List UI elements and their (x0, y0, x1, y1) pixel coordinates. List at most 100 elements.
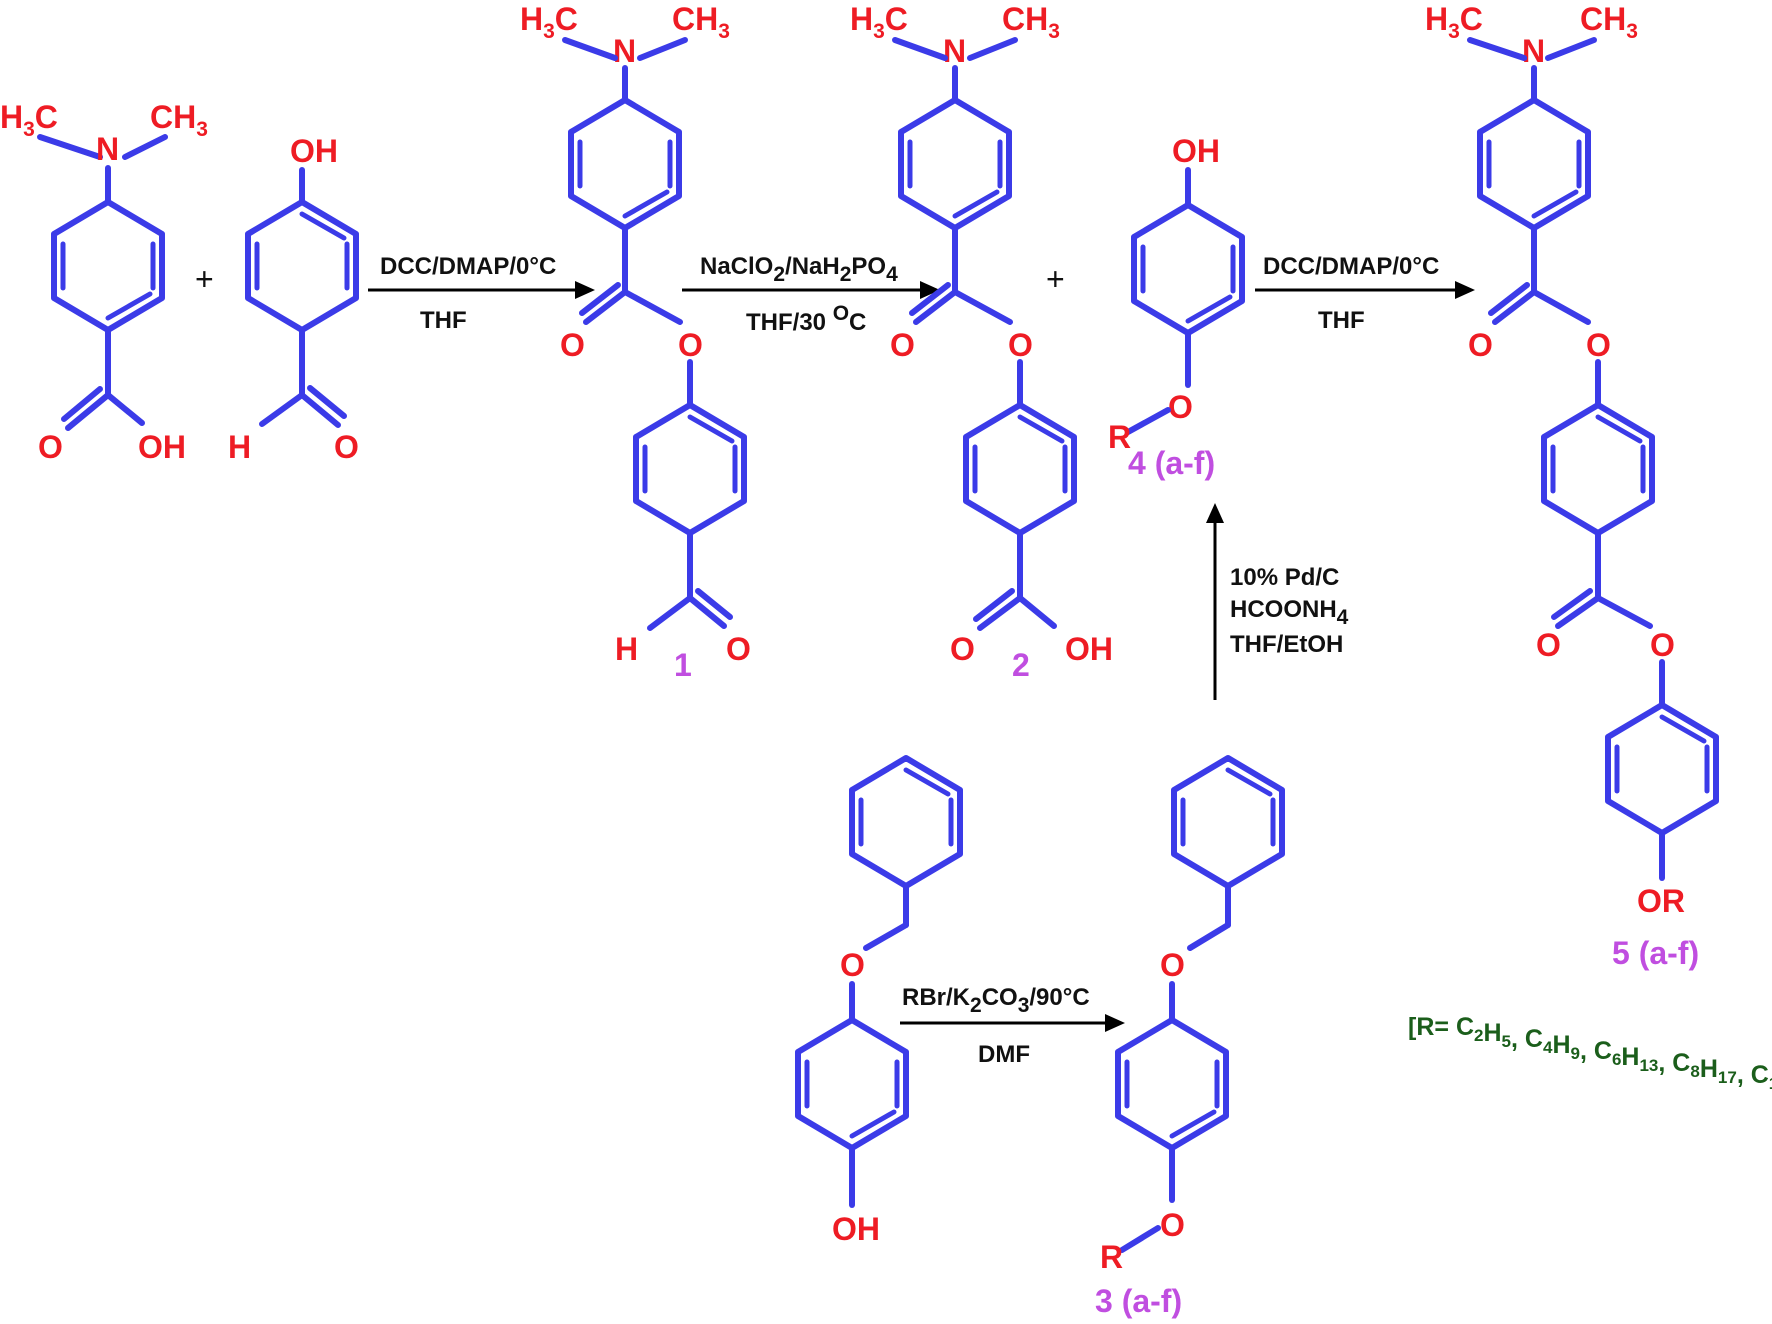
oxygen-atom: O (1160, 1207, 1185, 1243)
r-group-text: H (1621, 1043, 1639, 1071)
atom-label: H (850, 1, 873, 37)
oxygen-atom: O (38, 429, 63, 465)
hydroxyl-group: OH (290, 133, 338, 169)
nitrogen-atom: N (1522, 33, 1545, 69)
reaction-arrow-2: NaClO2/NaH2PO4 THF/30 OC (682, 253, 940, 336)
r-group-subscript: 6 (1612, 1050, 1621, 1069)
atom-label: 3 (1626, 20, 1638, 43)
nitrogen-atom: N (613, 33, 636, 69)
condition-text: 4 (886, 263, 898, 286)
reaction-arrow-5: RBr/K2CO3/90°C DMF (900, 984, 1125, 1068)
condition-text: O (833, 302, 849, 325)
condition-text: 2 (840, 263, 852, 286)
condition-text: 4 (1337, 606, 1349, 629)
oxygen-atom: O (1468, 327, 1493, 363)
plus-sign: + (1046, 261, 1065, 297)
r-group-text: C (1672, 1049, 1690, 1077)
compound-label-3: 3 (a-f) (1095, 1283, 1182, 1319)
condition-solvent: THF (1318, 307, 1365, 334)
condition-text: RBr/K (902, 984, 971, 1011)
r-group-text: , (1580, 1037, 1594, 1065)
alkoxy-group: OR (1637, 883, 1685, 919)
reactant-dimethylaminobenzoic-acid: H3C N CH3 O OH (0, 99, 208, 465)
atom-label: 3 (718, 20, 730, 43)
svg-text:CH3: CH3 (150, 99, 208, 141)
atom-label: H (520, 1, 543, 37)
condition-text: PO (851, 253, 886, 280)
condition-text: NaClO (700, 253, 773, 280)
condition-solvent: THF/30 OC (746, 302, 866, 336)
oxygen-atom: O (1536, 627, 1561, 663)
svg-text:H3C: H3C (850, 1, 908, 43)
nitrogen-atom: N (943, 33, 966, 69)
atom-label: C (35, 99, 58, 135)
r-group-subscript: 5 (1502, 1032, 1511, 1051)
condition-catalyst: 10% Pd/C (1230, 564, 1339, 591)
plus-sign: + (195, 261, 214, 297)
atom-label: C (555, 1, 578, 37)
atom-label: 3 (1448, 20, 1460, 43)
condition-reagents: NaClO2/NaH2PO4 (700, 253, 898, 286)
svg-text:H3C: H3C (1425, 1, 1483, 43)
r-group: R (1100, 1239, 1123, 1275)
compound-label-5: 5 (a-f) (1612, 935, 1699, 971)
atom-label: H (1425, 1, 1448, 37)
r-group-text: C (1525, 1025, 1543, 1053)
hydroxyl-group: OH (832, 1211, 880, 1247)
condition-solvent: THF (420, 307, 467, 334)
atom-label: CH (150, 99, 196, 135)
condition-text: /NaH (785, 253, 840, 280)
svg-text:CH3: CH3 (672, 1, 730, 43)
r-group-subscript: 4 (1543, 1038, 1553, 1057)
atom-label: 3 (23, 118, 35, 141)
r-group-subscript: 8 (1690, 1062, 1699, 1081)
compound-5: H3C N CH3 O O O O OR 5 (a-f) (1425, 1, 1719, 971)
oxygen-atom: O (950, 631, 975, 667)
r-group-subscript: 9 (1571, 1044, 1580, 1063)
reaction-arrow-1: DCC/DMAP/0°C THF (368, 253, 595, 334)
oxygen-atom: O (334, 429, 359, 465)
atom-label: 3 (873, 20, 885, 43)
atom-label: CH (672, 1, 718, 37)
r-group-text: , (1511, 1025, 1525, 1053)
oxygen-atom: O (840, 947, 865, 983)
condition-reagents: DCC/DMAP/0°C (380, 253, 556, 280)
r-group-subscript: 2 (1474, 1026, 1483, 1045)
r-group-definition: [R= C2H5, C4H9, C6H13, C8H17, C10H21, C1… (1408, 1013, 1772, 1113)
hydroxyl-group: OH (138, 429, 186, 465)
reaction-arrow-3: DCC/DMAP/0°C THF (1255, 253, 1475, 334)
condition-text: /90°C (1029, 984, 1089, 1011)
compound-label-4: 4 (a-f) (1128, 445, 1215, 481)
condition-reagent: HCOONH4 (1230, 596, 1349, 629)
condition-text: 3 (1018, 994, 1030, 1017)
oxygen-atom: O (678, 327, 703, 363)
nitrogen-atom: N (96, 131, 119, 167)
atom-label: H (0, 99, 23, 135)
atom-label: C (1460, 1, 1483, 37)
svg-text:H3C: H3C (0, 99, 58, 141)
r-group: R (1108, 419, 1131, 455)
atom-label: 3 (1048, 20, 1060, 43)
atom-label: C (885, 1, 908, 37)
oxygen-atom: O (1650, 627, 1675, 663)
r-group-text: H (1700, 1055, 1718, 1083)
r-group-text: C (1456, 1013, 1474, 1041)
compound-2: H3C N CH3 O O O OH 2 (850, 1, 1113, 683)
hydroxyl-group: OH (1065, 631, 1113, 667)
oxygen-atom: O (726, 631, 751, 667)
hydrogen-atom: H (615, 631, 638, 667)
svg-text:CH3: CH3 (1580, 1, 1638, 43)
svg-text:H3C: H3C (520, 1, 578, 43)
oxygen-atom: O (1008, 327, 1033, 363)
condition-text: HCOONH (1230, 596, 1337, 623)
condition-text: CO (982, 984, 1018, 1011)
compound-label-1: 1 (674, 647, 692, 683)
reactant-benzyloxyphenol: O OH (795, 755, 963, 1247)
r-group-text: C (1594, 1037, 1612, 1065)
oxygen-atom: O (1168, 389, 1193, 425)
oxygen-atom: O (560, 327, 585, 363)
r-group-text: H (1552, 1031, 1570, 1059)
condition-solvent: DMF (978, 1041, 1030, 1068)
r-group-subscript: 10 (1769, 1074, 1772, 1093)
